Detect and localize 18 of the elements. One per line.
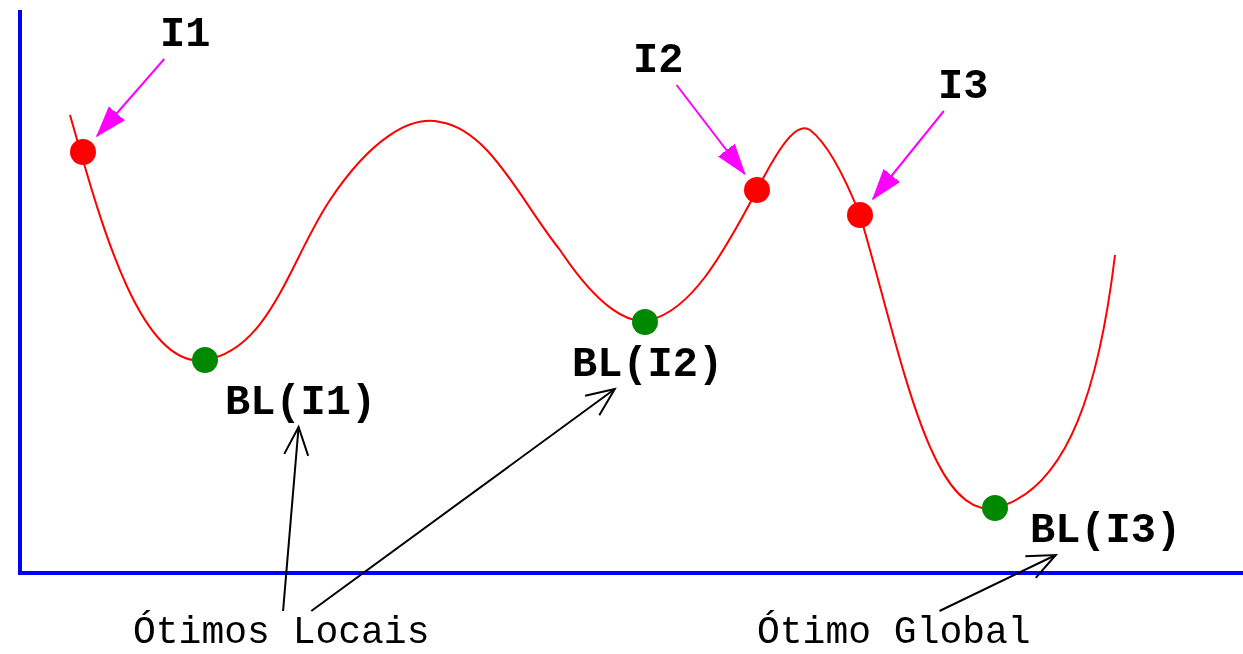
point-label: I2 xyxy=(633,40,684,82)
point-label: I3 xyxy=(938,66,989,108)
marker-dot xyxy=(70,139,96,165)
marker-dot xyxy=(632,309,658,335)
arrow xyxy=(282,426,310,612)
point-label: BL(I1) xyxy=(225,382,377,424)
arrow xyxy=(675,84,746,175)
point-label: BL(I3) xyxy=(1030,510,1182,552)
marker-dot xyxy=(847,202,873,228)
marker-dot xyxy=(192,347,218,373)
marker-dot xyxy=(982,495,1008,521)
marker-dot xyxy=(744,177,770,203)
arrow xyxy=(938,554,1057,612)
arrow xyxy=(96,58,166,137)
point-label: I1 xyxy=(160,14,211,56)
arrow xyxy=(871,110,945,200)
arrow xyxy=(310,388,616,612)
point-label: BL(I2) xyxy=(572,344,724,386)
